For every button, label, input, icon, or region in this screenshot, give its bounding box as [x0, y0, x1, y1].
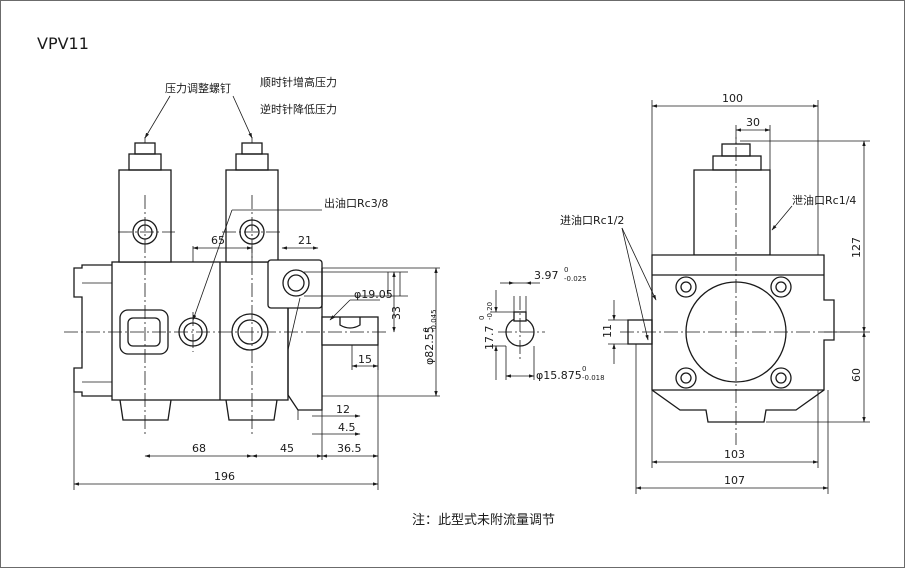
front-view: [620, 125, 850, 445]
svg-text:0: 0: [478, 316, 486, 320]
dim-phi15: φ15.875: [536, 369, 582, 382]
label-inlet: 进油口Rc1/2: [560, 213, 624, 227]
svg-text:-0.20: -0.20: [486, 302, 494, 320]
dim-21: 21: [298, 234, 312, 247]
dim-100: 100: [722, 92, 743, 105]
front-pump-body: [651, 254, 835, 423]
dim-45: 45: [280, 442, 294, 455]
svg-text:0: 0: [564, 266, 568, 274]
dim-33: 33: [390, 306, 403, 320]
dim-15: 15: [358, 353, 372, 366]
side-view-dimensions: 65 21 33 φ82.55 0 -0.045 φ19.05 15 12 4.…: [73, 234, 440, 490]
dim-4-5: 4.5: [338, 421, 356, 434]
svg-text:0: 0: [582, 365, 586, 373]
dim-3-97: 3.97: [534, 269, 559, 282]
front-view-dimensions: 100 30 127 60 11 103 107: [601, 92, 870, 494]
dim-30: 30: [746, 116, 760, 129]
drive-shaft: [321, 316, 379, 346]
dim-127: 127: [850, 237, 863, 258]
label-cw-increase: 顺时针增高压力: [260, 75, 337, 89]
front-valve-tower: [693, 169, 771, 256]
svg-text:-0.018: -0.018: [582, 374, 605, 382]
dim-36-5: 36.5: [337, 442, 362, 455]
side-view: [64, 137, 388, 435]
dim-17-7: 17.7: [483, 326, 496, 351]
outlet-port: [282, 269, 310, 297]
dim-107: 107: [724, 474, 745, 487]
note-text: 注：此型式未附流量调节: [412, 513, 555, 528]
label-outlet: 出油口Rc3/8: [324, 196, 388, 210]
dim-196: 196: [214, 470, 235, 483]
model-title: VPV11: [37, 34, 89, 53]
dim-65: 65: [211, 234, 225, 247]
dim-12: 12: [336, 403, 350, 416]
label-adjust-screw: 压力调整螺钉: [165, 81, 231, 95]
label-ccw-decrease: 逆时针降低压力: [260, 102, 337, 116]
svg-text:-0.025: -0.025: [564, 275, 587, 283]
svg-text:-0.045: -0.045: [430, 309, 438, 332]
label-drain: 泄油口Rc1/4: [792, 193, 856, 207]
dim-68: 68: [192, 442, 206, 455]
outlet-block: [267, 259, 323, 309]
svg-text:0: 0: [422, 328, 430, 332]
dim-11: 11: [601, 324, 614, 338]
dim-60: 60: [850, 368, 863, 382]
pump-body: [111, 261, 289, 401]
dim-phi82: φ82.55: [423, 326, 436, 365]
shaft-section: 3.97 0 -0.025 17.7 0 -0.20 φ15.875 0 -0.…: [478, 266, 605, 382]
dim-103: 103: [724, 448, 745, 461]
dim-phi19: φ19.05: [354, 288, 393, 301]
